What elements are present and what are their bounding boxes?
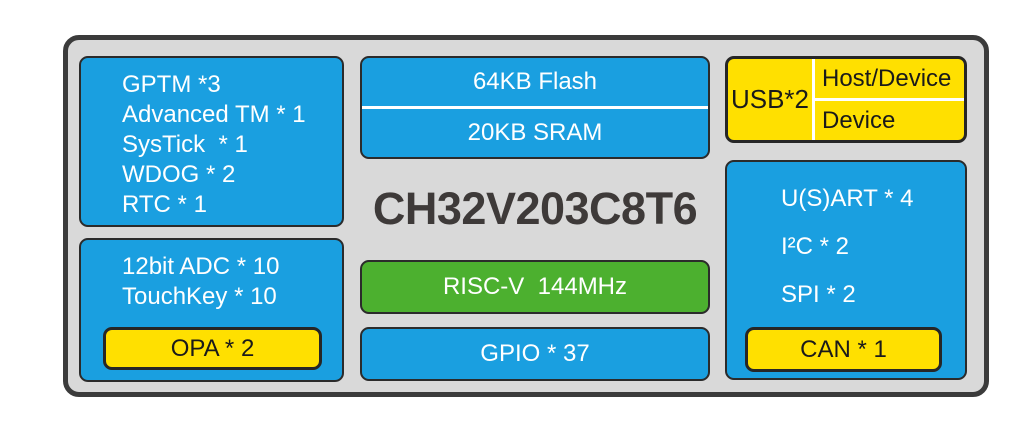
memory-divider xyxy=(362,106,708,109)
peripheral-label-i2c: I²C * 2 xyxy=(781,233,850,260)
peripheral-label-touchkey: TouchKey * 10 xyxy=(122,283,277,310)
can-label: CAN * 1 xyxy=(800,335,887,363)
usb-mode-device-label: Device xyxy=(822,106,896,134)
peripheral-label-adc: 12bit ADC * 10 xyxy=(122,253,280,280)
cpu-core-box: RISC-V 144MHz xyxy=(360,260,710,314)
peripheral-label-spi: SPI * 2 xyxy=(781,281,856,308)
timers-peripherals-box: GPTM *3 Advanced TM * 1 SysTick * 1 WDOG… xyxy=(79,56,344,227)
soc-outline: GPTM *3 Advanced TM * 1 SysTick * 1 WDOG… xyxy=(63,35,989,397)
usb-mode-host-device-label: Host/Device xyxy=(822,64,952,92)
cpu-core-label: RISC-V 144MHz xyxy=(442,273,628,300)
chip-part-number: CH32V203C8T6 xyxy=(372,183,698,234)
sram-label: 20KB SRAM xyxy=(467,119,603,146)
analog-peripherals-box: 12bit ADC * 10 TouchKey * 10 OPA * 2 xyxy=(79,238,344,382)
peripheral-label-usart: U(S)ART * 4 xyxy=(781,185,914,212)
memory-box: 64KB Flash 20KB SRAM xyxy=(360,56,710,159)
peripheral-label-systick: SysTick * 1 xyxy=(122,131,248,158)
gpio-box: GPIO * 37 xyxy=(360,327,710,381)
can-box: CAN * 1 xyxy=(745,327,942,372)
flash-label: 64KB Flash xyxy=(472,68,598,95)
usb-count-label: USB*2 xyxy=(730,84,810,114)
opa-box: OPA * 2 xyxy=(103,327,322,370)
gpio-label: GPIO * 37 xyxy=(480,340,590,367)
usb-horizontal-divider xyxy=(815,98,964,101)
peripheral-label-wdog: WDOG * 2 xyxy=(122,161,236,188)
usb-vertical-divider xyxy=(812,59,815,140)
usb-modes-group: Host/Device Device xyxy=(815,59,964,140)
peripheral-label-gptm: GPTM *3 xyxy=(122,71,221,98)
usb-box: USB*2 Host/Device Device xyxy=(725,56,967,143)
peripheral-label-advanced-tm: Advanced TM * 1 xyxy=(122,101,306,128)
comms-peripherals-box: U(S)ART * 4 I²C * 2 SPI * 2 CAN * 1 xyxy=(725,160,967,380)
peripheral-label-rtc: RTC * 1 xyxy=(122,191,207,218)
opa-label: OPA * 2 xyxy=(170,334,255,362)
